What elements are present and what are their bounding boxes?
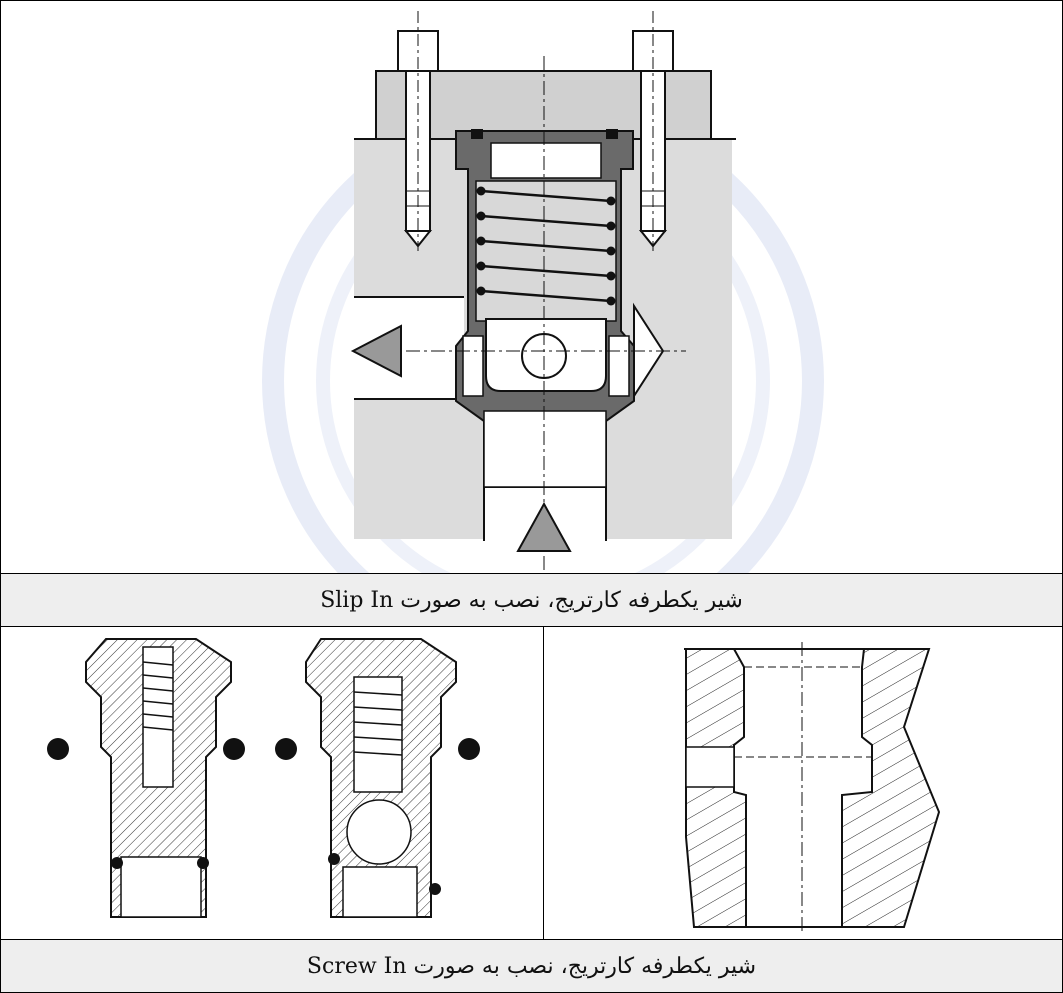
slip-in-caption: شیر یکطرفه کارتریج، نصب به صورت Slip In xyxy=(320,587,743,613)
screw-in-caption-row: شیر یکطرفه کارتریج، نصب به صورت Screw In xyxy=(1,940,1062,992)
screw-in-cavity-cell xyxy=(544,627,1062,939)
screw-in-cartridge-diagram xyxy=(47,638,480,918)
screw-in-cavity-diagram xyxy=(684,642,941,932)
cartridge-ball-type xyxy=(275,638,480,918)
flow-arrow-left xyxy=(350,324,402,378)
screw-in-cartridge-cell xyxy=(1,627,543,939)
cartridge-spring-type xyxy=(47,638,245,918)
spring xyxy=(480,189,612,303)
bolt-right xyxy=(632,11,674,251)
flow-arrow-up xyxy=(516,501,572,552)
spring-coils xyxy=(476,186,616,306)
slip-in-caption-row: شیر یکطرفه کارتریج، نصب به صورت Slip In xyxy=(1,574,1062,626)
bolt-left xyxy=(397,11,439,251)
screw-in-caption: شیر یکطرفه کارتریج، نصب به صورت Screw In xyxy=(306,953,757,979)
slip-in-figure-cell xyxy=(1,1,1062,573)
slip-in-cartridge-diagram xyxy=(262,11,824,573)
check-ball xyxy=(346,799,412,865)
